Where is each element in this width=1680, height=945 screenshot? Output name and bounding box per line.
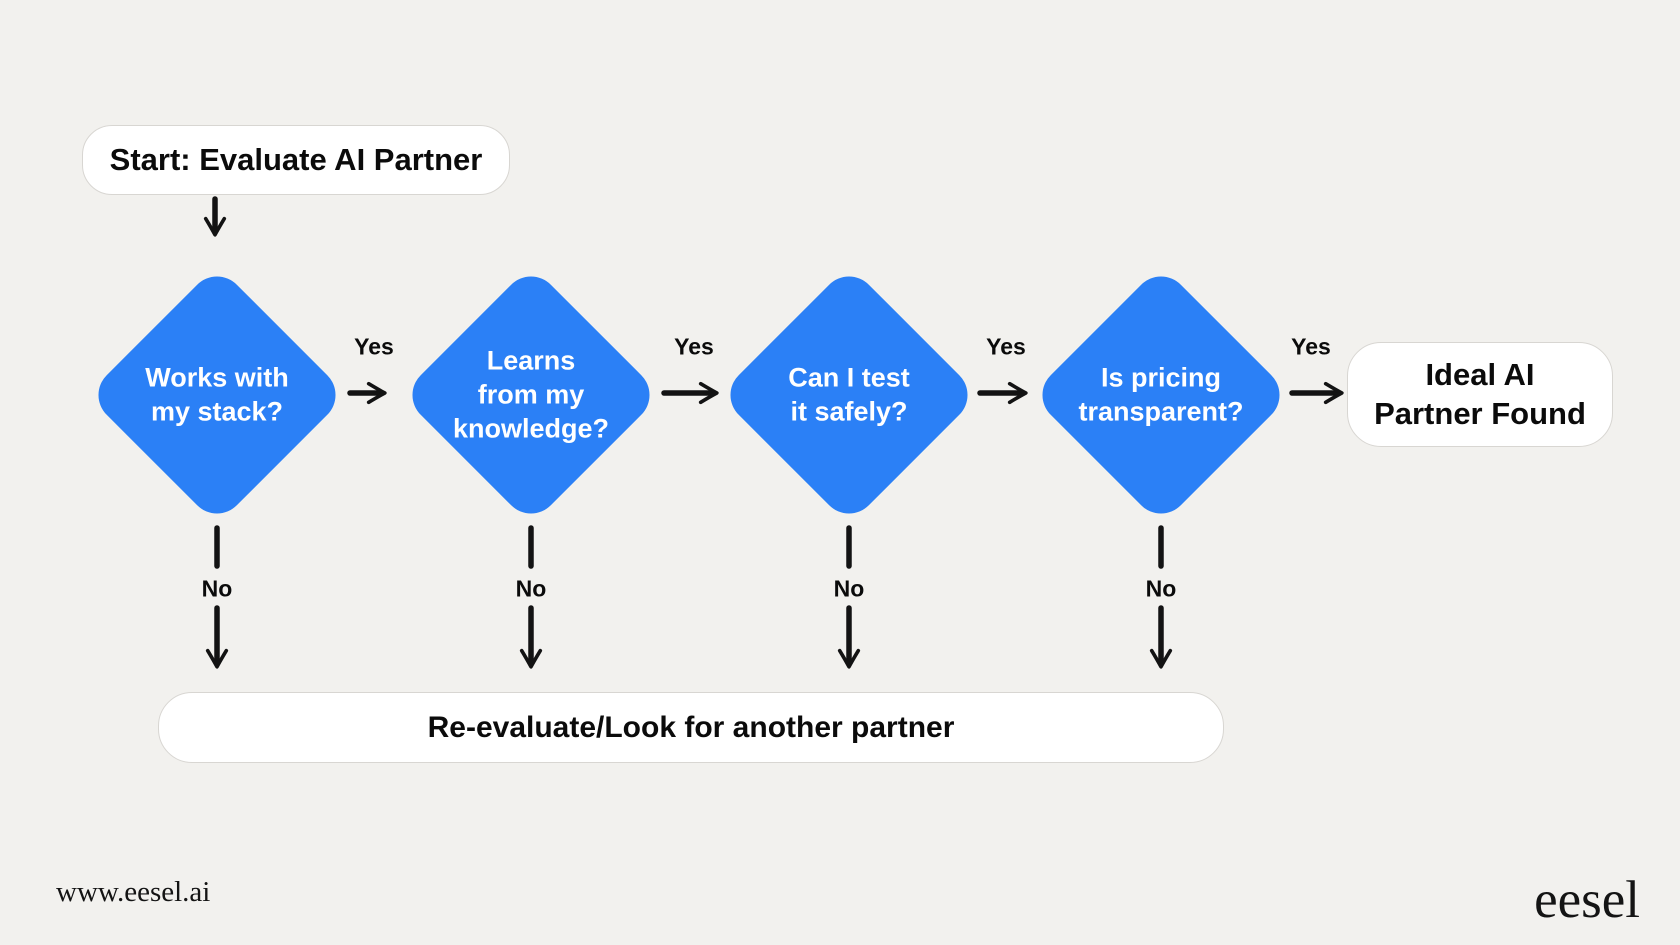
edge-label-yes-2: Yes (674, 333, 714, 360)
website-url: www.eesel.ai (56, 876, 211, 908)
failure-node: Re-evaluate/Look for another partner (158, 692, 1224, 763)
eesel-logo: eesel (1534, 871, 1640, 929)
decision-works-with-stack-label: Works with my stack? (145, 362, 289, 426)
decision-test-safely-label: Can I test it safely? (788, 362, 910, 426)
edge-label-no-2: No (515, 575, 547, 602)
start-node: Start: Evaluate AI Partner (82, 125, 510, 195)
success-node: Ideal AI Partner Found (1347, 342, 1613, 447)
edge-label-yes-1: Yes (354, 333, 394, 360)
edge-label-no-1: No (201, 575, 233, 602)
edge-label-yes-3: Yes (986, 333, 1026, 360)
edge-label-no-4: No (1145, 575, 1177, 602)
edge-label-yes-4: Yes (1291, 333, 1331, 360)
edge-label-no-3: No (833, 575, 865, 602)
decision-pricing-transparent-label: Is pricing transparent? (1078, 362, 1244, 426)
decision-learns-from-knowledge-label: Learns from my knowledge? (452, 345, 609, 443)
